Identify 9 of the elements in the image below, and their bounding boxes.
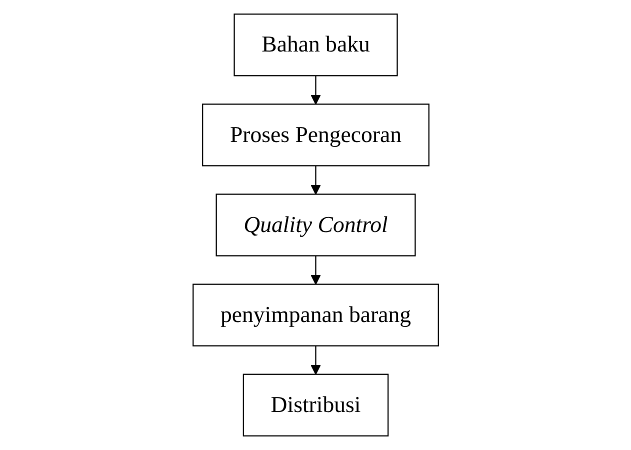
node-box: Quality Control — [215, 194, 416, 256]
node-box: penyimpanan barang — [192, 284, 439, 346]
arrow — [310, 256, 321, 285]
arrow — [310, 346, 321, 375]
arrow — [310, 76, 321, 105]
node-box: Distribusi — [242, 374, 388, 436]
arrow — [310, 166, 321, 195]
node-box: Proses Pengecoran — [202, 104, 430, 166]
node-box: Bahan baku — [233, 14, 398, 76]
